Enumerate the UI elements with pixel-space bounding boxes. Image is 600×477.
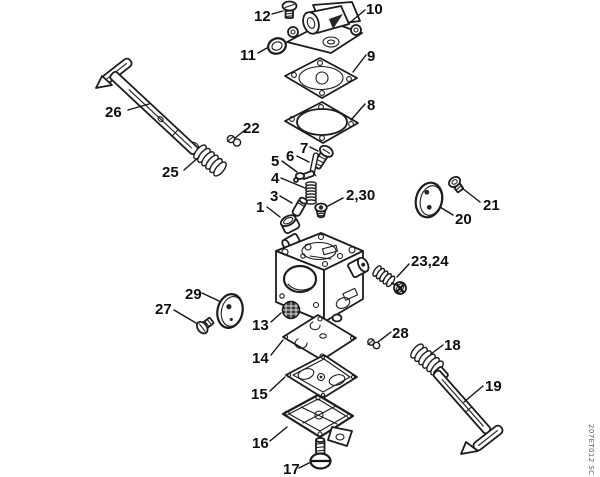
spring-4 [305, 181, 317, 205]
callout-8: 8 [367, 97, 375, 114]
choke-shaft-26 [95, 57, 200, 156]
pump-gasket-8 [284, 101, 359, 144]
callout-22: 22 [243, 120, 260, 137]
watermark-code: 207ET012 SC [587, 424, 595, 475]
callout-18: 18 [444, 337, 461, 354]
callout-26: 26 [105, 104, 122, 121]
nozzle-2-30 [314, 202, 328, 219]
pump-diaphragm-9 [284, 57, 358, 99]
callout-14: 14 [252, 350, 269, 367]
o-ring-11 [267, 37, 287, 55]
leader-lines [127, 9, 484, 469]
callout-3: 3 [270, 188, 278, 205]
metering-lever-5 [293, 170, 317, 183]
callout-6: 6 [286, 148, 294, 165]
callout-2-30: 2,30 [346, 187, 375, 204]
clip-28 [367, 338, 381, 350]
cover-disc-29 [216, 293, 244, 329]
callout-7: 7 [300, 140, 308, 157]
end-cover-16 [281, 393, 355, 447]
metering-gasket-14 [282, 314, 357, 361]
callout-27: 27 [155, 301, 172, 318]
callout-23-24: 23,24 [411, 253, 449, 270]
pump-cover-10 [286, 1, 363, 54]
screw-17 [309, 437, 332, 470]
callout-29: 29 [185, 286, 202, 303]
plug-1 [279, 214, 301, 235]
callout-12: 12 [254, 8, 271, 25]
callout-13: 13 [252, 317, 269, 334]
cover-disc-20 [414, 181, 444, 219]
throttle-shaft-19 [432, 366, 504, 455]
callout-16: 16 [252, 435, 269, 452]
screw-21 [448, 176, 464, 194]
callout-10: 10 [366, 1, 383, 18]
callout-9: 9 [367, 48, 375, 65]
callout-25: 25 [162, 164, 179, 181]
callout-17: 17 [283, 461, 300, 477]
clip-22 [226, 134, 242, 147]
spring-25 [193, 144, 227, 177]
callout-21: 21 [483, 197, 500, 214]
inlet-needle-3 [291, 196, 308, 217]
metering-diaphragm-15 [285, 354, 358, 399]
adjusting-screw-23-24 [372, 265, 407, 295]
callout-5: 5 [271, 153, 279, 170]
callout-19: 19 [485, 378, 502, 395]
callout-15: 15 [251, 386, 268, 403]
carburetor-body [275, 232, 370, 323]
screw-12 [281, 0, 298, 19]
inlet-screen-13 [281, 300, 301, 320]
callout-28: 28 [392, 325, 409, 342]
callout-4: 4 [271, 170, 280, 187]
callout-20: 20 [455, 211, 472, 228]
callout-11: 11 [240, 47, 256, 64]
screw-27 [195, 316, 215, 335]
callout-1: 1 [256, 199, 264, 216]
callout-labels: 12 10 11 9 8 26 22 25 7 6 5 4 3 1 2,30 2… [105, 1, 502, 477]
